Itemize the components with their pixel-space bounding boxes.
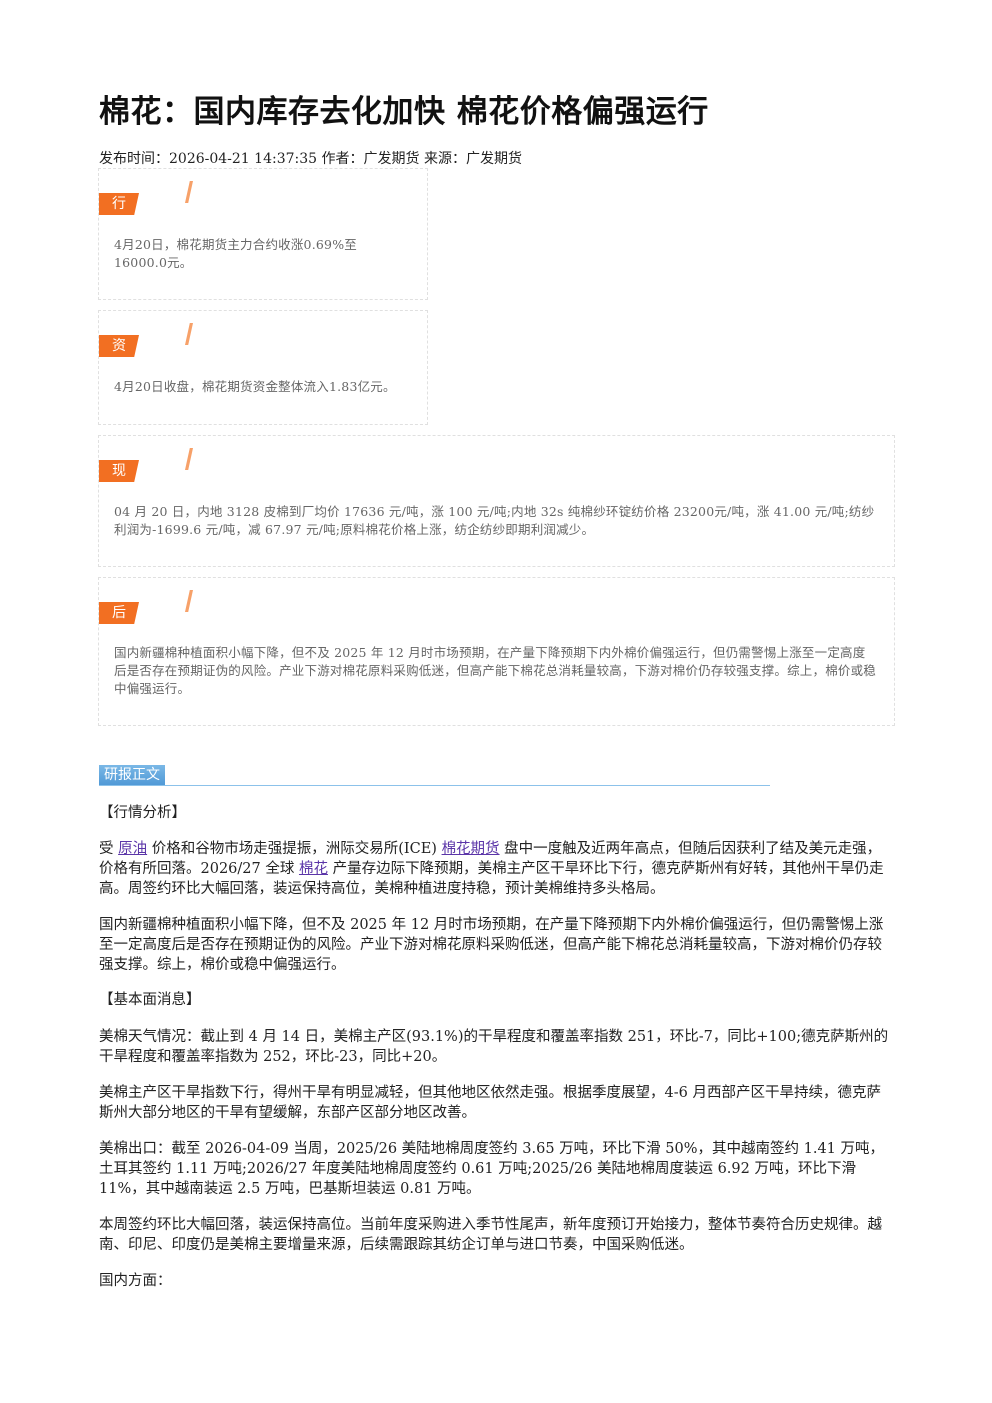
tag-slash-decoration [185, 448, 193, 470]
paragraph-analysis-2: 国内新疆棉种植面积小幅下降，但不及 2025 年 12 月时市场预期，在产量下降… [99, 917, 884, 973]
card-capital-flow: 资金流向 4月20日收盘，棉花期货资金整体流入1.83亿元。 [98, 310, 428, 425]
card-tag-label: 后市展望 [99, 602, 139, 624]
card-text-line: 4月20日，棉花期货主力合约收涨0.69%至 [114, 237, 357, 252]
paragraph-us-weather: 美棉天气情况：截止到 4 月 14 日，美棉主产区(93.1%)的干旱程度和覆盖… [99, 1029, 889, 1065]
text-segment: 产量存边际下降预期，美棉主产区干旱环比下行，德克萨斯州有好转，其他州干旱仍走高。… [99, 861, 884, 897]
link-cotton-futures[interactable]: 棉花期货 [441, 841, 500, 857]
report-section-label: 研报正文 [99, 765, 165, 786]
article-title: 棉花：国内库存去化加快 棉花价格偏强运行 [99, 94, 709, 130]
card-text: 04 月 20 日，内地 3128 皮棉到厂均价 17636 元/吨，涨 100… [114, 504, 875, 537]
card-tag-label: 行情复盘 [99, 193, 139, 215]
tag-slash-decoration [185, 323, 193, 345]
card-tag-label: 现货市场 [99, 460, 139, 482]
paragraph-us-exports: 美棉出口：截至 2026-04-09 当周，2025/26 美陆地棉周度签约 3… [99, 1141, 885, 1197]
paragraph-analysis-1: 受 原油 价格和谷物市场走强提振，洲际交易所(ICE) 棉花期货 盘中一度触及近… [99, 839, 893, 899]
card-tag-label: 资金流向 [99, 335, 139, 357]
section-divider [99, 785, 770, 786]
link-cotton[interactable]: 棉花 [298, 861, 328, 877]
heading-analysis: 【行情分析】 [99, 805, 186, 821]
heading-fundamentals: 【基本面消息】 [99, 992, 201, 1008]
text-segment: 受 [99, 841, 119, 857]
paragraph-domestic: 国内方面： [99, 1273, 172, 1289]
paragraph-signing-summary: 本周签约环比大幅回落，装运保持高位。当前年度采购进入季节性尾声，新年度预订开始接… [99, 1217, 882, 1253]
article-meta: 发布时间：2026-04-21 14:37:35 作者：广发期货 来源：广发期货 [99, 151, 522, 167]
card-text: 国内新疆棉种植面积小幅下降，但不及 2025 年 12 月时市场预期，在产量下降… [114, 645, 877, 696]
tag-slash-decoration [185, 590, 193, 612]
link-crude-oil[interactable]: 原油 [118, 841, 148, 857]
text-segment: 价格和谷物市场走强提振，洲际交易所(ICE) [147, 841, 442, 857]
card-spot-market: 现货市场 04 月 20 日，内地 3128 皮棉到厂均价 17636 元/吨，… [98, 435, 895, 567]
tag-slash-decoration [185, 181, 193, 203]
card-outlook: 后市展望 国内新疆棉种植面积小幅下降，但不及 2025 年 12 月时市场预期，… [98, 577, 895, 726]
card-text: 4月20日收盘，棉花期货资金整体流入1.83亿元。 [114, 379, 396, 394]
paragraph-drought-outlook: 美棉主产区干旱指数下行，得州干旱有明显减轻，但其他地区依然走强。根据季度展望，4… [99, 1085, 881, 1121]
text-segment: 盘中一度触及近两年高点，但随后因获利了结及美元走强，价格有所回落。2026/27… [99, 841, 882, 877]
card-market-review: 行情复盘 4月20日，棉花期货主力合约收涨0.69%至 16000.0元。 [98, 168, 428, 300]
card-text-line: 16000.0元。 [114, 255, 193, 270]
